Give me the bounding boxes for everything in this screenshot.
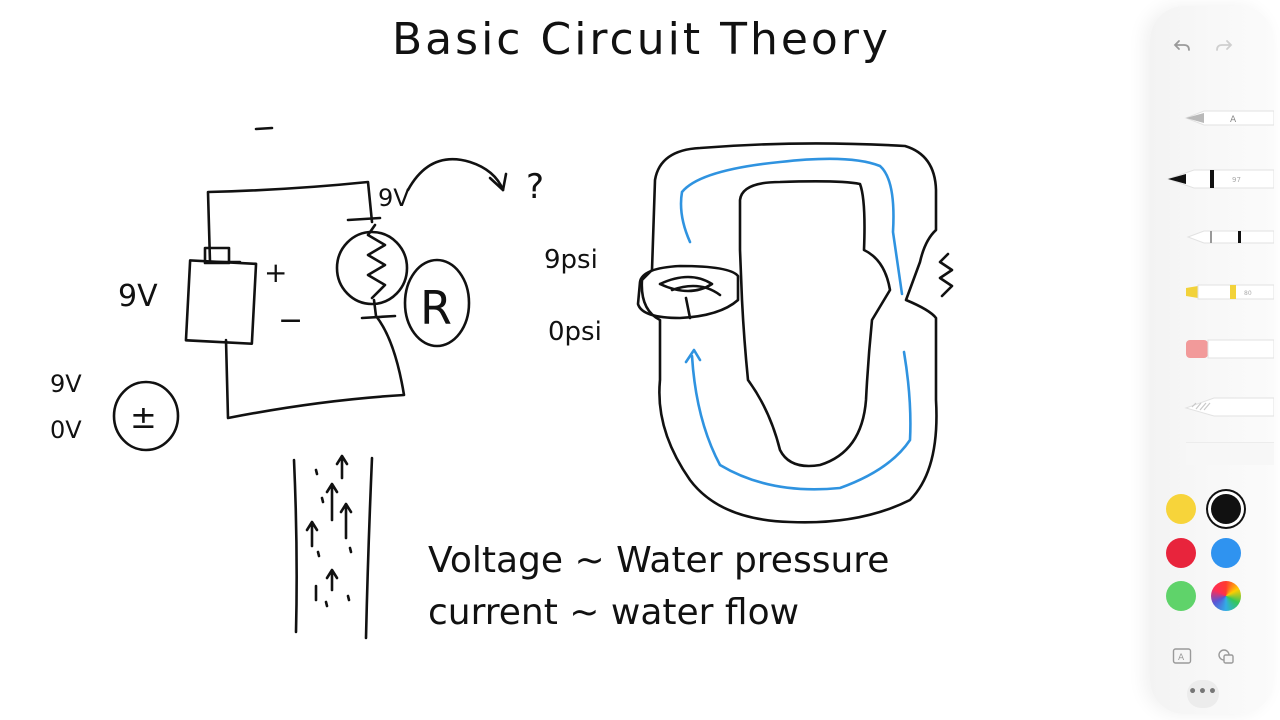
flow-arrow-1 <box>335 454 349 480</box>
resistor-R-circle <box>403 258 471 348</box>
color-blue[interactable] <box>1211 538 1241 568</box>
color-black[interactable] <box>1211 494 1241 524</box>
pump-body <box>636 264 740 320</box>
stray-mark <box>254 126 274 131</box>
battery-body <box>184 259 258 346</box>
svg-text:A: A <box>1230 115 1237 125</box>
flow-arrow-5 <box>325 568 339 592</box>
svg-text:A: A <box>1178 653 1185 663</box>
resistor-zigzag <box>366 223 387 300</box>
page-title: Basic Circuit Theory <box>392 14 891 65</box>
shapes-button[interactable] <box>1212 642 1240 670</box>
undo-icon <box>1173 40 1190 51</box>
ink-layer: Basic Circuit Theory <box>50 14 954 640</box>
flow-arrow-3 <box>339 502 353 540</box>
svg-text:97: 97 <box>1232 176 1241 184</box>
arrow-head <box>488 172 508 192</box>
flow-line-arrow <box>684 348 702 364</box>
tool-palette: A 97 80 A <box>1150 6 1274 714</box>
color-red[interactable] <box>1166 538 1196 568</box>
flow-arrow-4 <box>305 520 319 548</box>
resistor-top-lead <box>346 216 382 222</box>
pump-impeller <box>658 275 722 320</box>
eraser-tool[interactable] <box>1184 332 1274 366</box>
top-node-voltage-label: 9V <box>378 184 410 212</box>
color-wheel[interactable] <box>1211 581 1241 611</box>
question-mark: ? <box>526 167 544 207</box>
resistor-bottom-lead <box>360 314 397 320</box>
water-loop-inner <box>738 180 892 468</box>
water-loop-outer <box>640 142 938 524</box>
more-options-button[interactable]: ••• <box>1187 680 1219 708</box>
pressure-low-label: 0psi <box>548 317 602 347</box>
color-yellow[interactable] <box>1166 494 1196 524</box>
pressure-high-label: 9psi <box>544 245 598 275</box>
analogy-voltage: Voltage ~ Water pressure <box>428 540 889 581</box>
nine-volt-label: 9V <box>50 370 82 398</box>
text-box-button[interactable]: A <box>1168 642 1196 670</box>
circuit-wire-bottom <box>224 298 406 420</box>
zero-volt-label: 0V <box>50 416 82 444</box>
monoline-pen-tool[interactable]: A <box>1180 102 1274 132</box>
ruler-tool[interactable] <box>1186 442 1274 465</box>
redo-icon <box>1216 40 1233 51</box>
flow-line-top <box>679 157 904 296</box>
battery-terminal <box>203 246 231 265</box>
minus-sign: − <box>278 303 303 338</box>
shapes-icon <box>1218 649 1234 664</box>
undo-button[interactable] <box>1168 32 1196 60</box>
symbol-circle <box>112 380 180 452</box>
pattern-brush-tool[interactable] <box>1184 390 1274 424</box>
pipe-right-wall <box>364 456 374 640</box>
plus-minus-symbol: ± <box>130 398 157 436</box>
resistor-circle <box>335 230 409 306</box>
flow-line-bottom <box>690 350 912 491</box>
battery-voltage-label: 9V <box>118 279 158 314</box>
analogy-current: current ~ water flow <box>428 592 799 633</box>
flow-particles <box>314 468 353 608</box>
circuit-wire-top <box>206 180 374 264</box>
plus-sign: + <box>264 256 287 289</box>
svg-text:80: 80 <box>1244 290 1252 297</box>
redo-button[interactable] <box>1210 32 1238 60</box>
resistor-label: R <box>420 281 452 335</box>
text-box-icon: A <box>1172 648 1192 664</box>
curved-arrow <box>406 157 505 192</box>
fineliner-tool[interactable] <box>1184 222 1274 252</box>
pipe-left-wall <box>292 458 298 634</box>
restriction-squiggle <box>938 252 954 298</box>
pen-tool[interactable]: 97 <box>1164 162 1274 196</box>
color-green[interactable] <box>1166 581 1196 611</box>
highlighter-tool[interactable]: 80 <box>1184 276 1274 308</box>
flow-arrow-2 <box>325 482 339 522</box>
